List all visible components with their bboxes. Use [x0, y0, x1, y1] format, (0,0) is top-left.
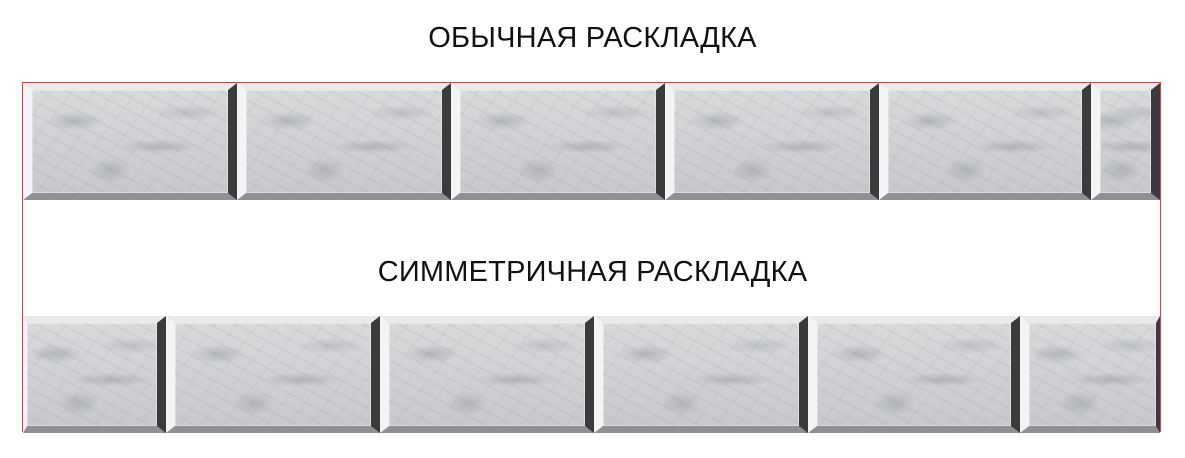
marble-tile — [665, 83, 879, 200]
marble-tile — [879, 83, 1091, 200]
marble-tile-partial — [1091, 83, 1160, 200]
symmetric-tile-row — [23, 316, 1160, 433]
symmetric-layout-title: СИММЕТРИЧНАЯ РАСКЛАДКА — [377, 256, 808, 288]
ordinary-tile-row — [23, 83, 1160, 200]
marble-tile — [380, 316, 594, 433]
marble-tile — [23, 83, 237, 200]
marble-tile-partial — [23, 316, 166, 433]
marble-tile — [808, 316, 1020, 433]
marble-tile-partial — [1020, 316, 1160, 433]
marble-tile — [166, 316, 380, 433]
marble-tile — [594, 316, 808, 433]
ordinary-layout-title: ОБЫЧНАЯ РАСКЛАДКА — [428, 22, 757, 54]
marble-tile — [237, 83, 451, 200]
marble-tile — [451, 83, 665, 200]
